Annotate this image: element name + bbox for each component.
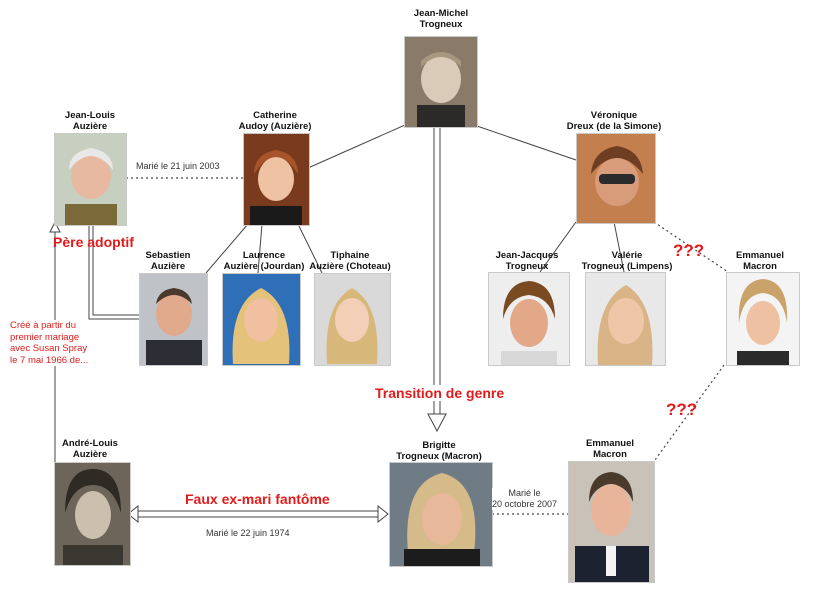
line-veronique-jeanjacques: [539, 221, 577, 273]
name-sebastien: Sebastien Auzière: [145, 250, 191, 272]
note-married-2003: Marié le 21 juin 2003: [136, 161, 220, 172]
line-jm-catherine: [307, 124, 406, 169]
arrowhead-right-brigitte: [377, 504, 389, 524]
label-gender-transition: Transition de genre: [375, 385, 505, 401]
label-question-2: ???: [666, 400, 698, 419]
portrait-photo-icon: [489, 273, 569, 365]
name-valerie: Valérie Trogneux (Limpens): [581, 250, 673, 272]
portrait-photo-icon: [223, 274, 300, 365]
label-phantom-ex-husband: Faux ex-mari fantôme: [185, 491, 330, 507]
portrait-photo-icon: [55, 134, 126, 225]
name-jean-louis: Jean-Louis Auzière: [64, 110, 116, 132]
name-jean-michel: Jean-Michel Trogneux: [413, 8, 469, 30]
photo-valerie: [585, 272, 666, 366]
name-catherine: Catherine Audoy (Auzière): [238, 110, 312, 132]
line-adoptive-1: [88, 224, 140, 320]
photo-sebastien: [139, 273, 208, 366]
line-catherine-sebastien: [205, 223, 249, 274]
note-created-from: Créé à partir du premier mariage avec Su…: [10, 320, 89, 366]
photo-brigitte: [389, 462, 493, 567]
portrait-photo-icon: [577, 134, 655, 223]
portrait-photo-icon: [315, 274, 390, 365]
line-catherine-laurence: [257, 223, 263, 274]
photo-jean-jacques: [488, 272, 570, 366]
portrait-photo-icon: [390, 463, 492, 566]
note-married-2007: Marié le 20 octobre 2007: [492, 488, 558, 510]
portrait-photo-icon: [586, 273, 665, 365]
arrowhead-left-andre: [127, 504, 139, 524]
label-question-1: ???: [673, 241, 705, 260]
photo-veronique: [576, 133, 656, 224]
name-emmanuel: Emmanuel Macron: [585, 438, 635, 460]
portrait-photo-icon: [727, 273, 799, 365]
photo-tiphaine: [314, 273, 391, 366]
photo-andre-louis: [54, 462, 131, 566]
portrait-photo-icon: [405, 37, 477, 127]
arrowhead-down-brigitte: [427, 413, 447, 433]
line-jm-veronique: [473, 124, 577, 161]
portrait-photo-icon: [140, 274, 207, 365]
photo-laurence: [222, 273, 301, 366]
label-adoptive-father: Père adoptif: [53, 234, 134, 250]
name-emmanuel-young: Emmanuel Macron: [735, 250, 785, 272]
name-andre-louis: André-Louis Auzière: [62, 438, 118, 460]
line-adoptive-2: [92, 224, 140, 316]
photo-catherine: [243, 133, 310, 226]
photo-jean-michel: [404, 36, 478, 128]
arrowhead-up-jeanlouis: [49, 220, 61, 233]
photo-jean-louis: [54, 133, 127, 226]
name-veronique: Véronique Dreux (de la Simone): [566, 110, 662, 132]
photo-emmanuel-young: [726, 272, 800, 366]
name-laurence: Laurence Auzière (Jourdan): [223, 250, 305, 272]
portrait-photo-icon: [55, 463, 130, 565]
line-veronique-valerie: [613, 221, 625, 273]
line-catherine-tiphaine: [297, 223, 323, 274]
note-married-1974: Marié le 22 juin 1974: [206, 528, 290, 538]
name-jean-jacques: Jean-Jacques Trogneux: [495, 250, 559, 272]
photo-emmanuel: [568, 461, 655, 583]
name-tiphaine: Tiphaine Auzière (Choteau): [309, 250, 391, 272]
portrait-photo-icon: [569, 462, 654, 582]
name-brigitte: Brigitte Trogneux (Macron): [396, 440, 482, 462]
portrait-photo-icon: [244, 134, 309, 225]
